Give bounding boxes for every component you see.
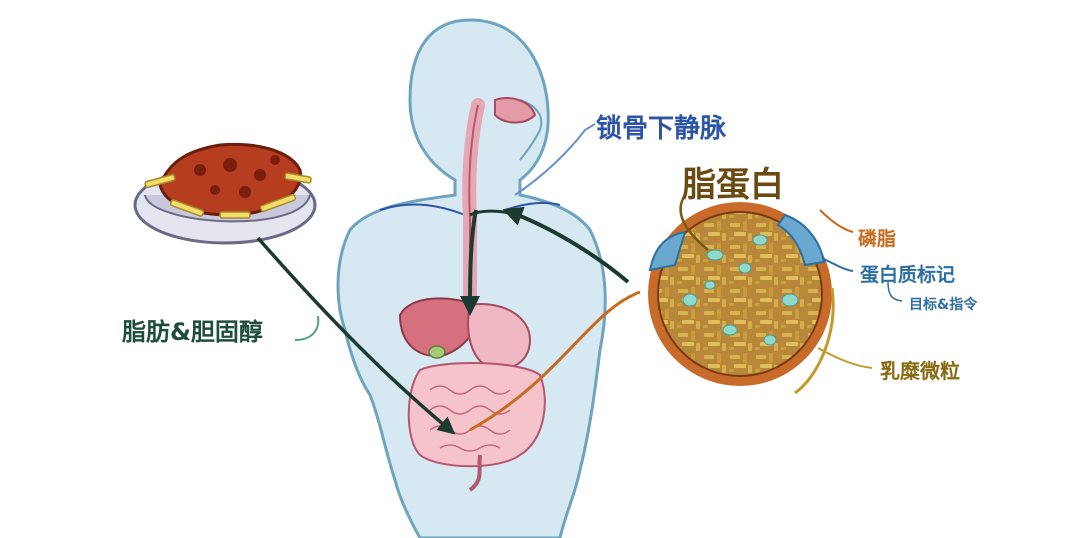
target-instruction-label: 目标&指令 bbox=[909, 294, 977, 314]
fried-food-plate-icon bbox=[135, 144, 315, 243]
protein-marker-label: 蛋白质标记 bbox=[860, 260, 955, 287]
fat-cholesterol-label: 脂肪&胆固醇 bbox=[122, 312, 263, 347]
chylomicron-label: 乳糜微粒 bbox=[880, 355, 960, 384]
lipoprotein-particle-icon bbox=[648, 202, 832, 386]
subclavian-vein-label: 锁骨下静脉 bbox=[596, 108, 726, 145]
lipoprotein-label: 脂蛋白 bbox=[682, 157, 784, 206]
phospholipid-label: 磷脂 bbox=[858, 224, 896, 251]
